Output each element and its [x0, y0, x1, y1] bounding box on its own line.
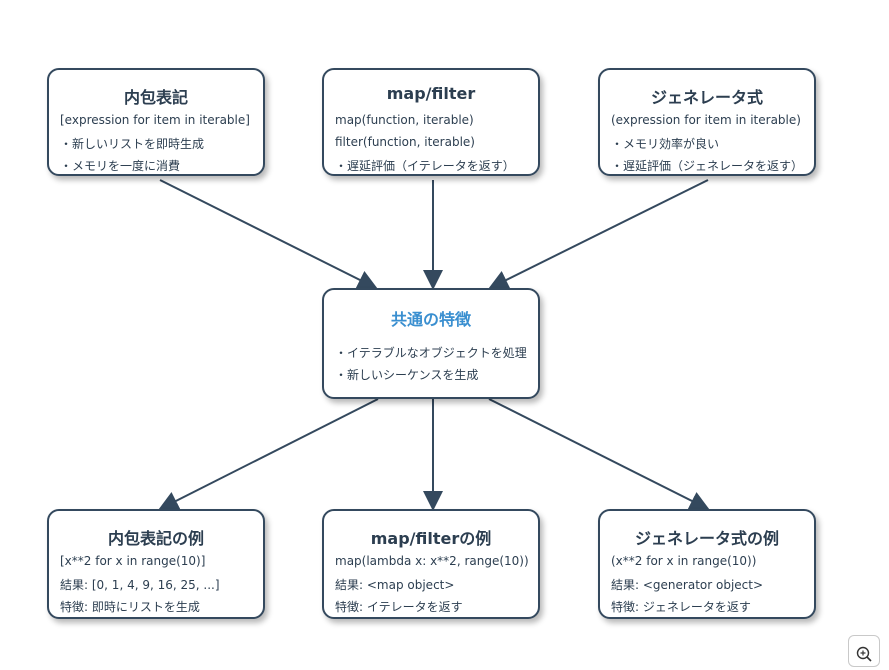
- box-line: 結果: <map object>: [335, 578, 455, 592]
- box-title: map/filterの例: [370, 529, 492, 548]
- map-filter-box: map/filter map(function, iterable) filte…: [322, 68, 540, 176]
- box-line: [x**2 for x in range(10)]: [60, 554, 206, 568]
- box-line: 特徴: イテレータを返す: [335, 600, 463, 614]
- box-title: ジェネレータ式: [650, 88, 763, 107]
- arrow-common-to-list-comp-example: [158, 398, 379, 510]
- arrow-list-comp-to-common: [159, 179, 378, 289]
- box-line: ・メモリ効率が良い: [611, 137, 720, 151]
- box-line: ・遅延評価（ジェネレータを返す）: [611, 159, 804, 173]
- box-title: map/filter: [386, 84, 476, 103]
- box-line: filter(function, iterable): [335, 135, 475, 149]
- box-line: 特徴: ジェネレータを返す: [611, 600, 751, 614]
- zoom-button[interactable]: [848, 635, 880, 667]
- box-line: map(function, iterable): [335, 113, 474, 127]
- box-title: 内包表記の例: [107, 529, 204, 548]
- box-line: [expression for item in iterable]: [60, 113, 250, 127]
- box-title: 共通の特徴: [390, 310, 471, 329]
- box-line: (x**2 for x in range(10)): [611, 554, 757, 568]
- generator-expression-box: ジェネレータ式 (expression for item in iterable…: [598, 68, 816, 176]
- box-line: 結果: <generator object>: [611, 578, 764, 592]
- box-line: ・新しいリストを即時生成: [60, 137, 205, 151]
- box-title: 内包表記: [123, 88, 188, 107]
- box-line: ・メモリを一度に消費: [60, 159, 181, 173]
- box-line: 結果: [0, 1, 4, 9, 16, 25, ...]: [60, 578, 220, 592]
- box-line: ・イテラブルなオブジェクトを処理: [335, 346, 527, 360]
- box-title: ジェネレータ式の例: [634, 529, 779, 548]
- arrow-generator-to-common: [488, 179, 709, 289]
- common-features-box: 共通の特徴 ・イテラブルなオブジェクトを処理 ・新しいシーケンスを生成: [322, 288, 540, 399]
- box-line: map(lambda x: x**2, range(10)): [335, 554, 529, 568]
- list-comprehension-box: 内包表記 [expression for item in iterable] ・…: [47, 68, 265, 176]
- box-line: ・遅延評価（イテレータを返す）: [335, 159, 515, 173]
- box-line: (expression for item in iterable): [611, 113, 801, 127]
- zoom-in-icon: [856, 646, 872, 662]
- box-line: ・新しいシーケンスを生成: [335, 368, 479, 382]
- list-comprehension-example-box: 内包表記の例 [x**2 for x in range(10)] 結果: [0,…: [47, 509, 265, 619]
- map-filter-example-box: map/filterの例 map(lambda x: x**2, range(1…: [322, 509, 540, 619]
- arrow-common-to-generator-example: [488, 398, 710, 510]
- generator-expression-example-box: ジェネレータ式の例 (x**2 for x in range(10)) 結果: …: [598, 509, 816, 619]
- box-line: 特徴: 即時にリストを生成: [60, 600, 200, 614]
